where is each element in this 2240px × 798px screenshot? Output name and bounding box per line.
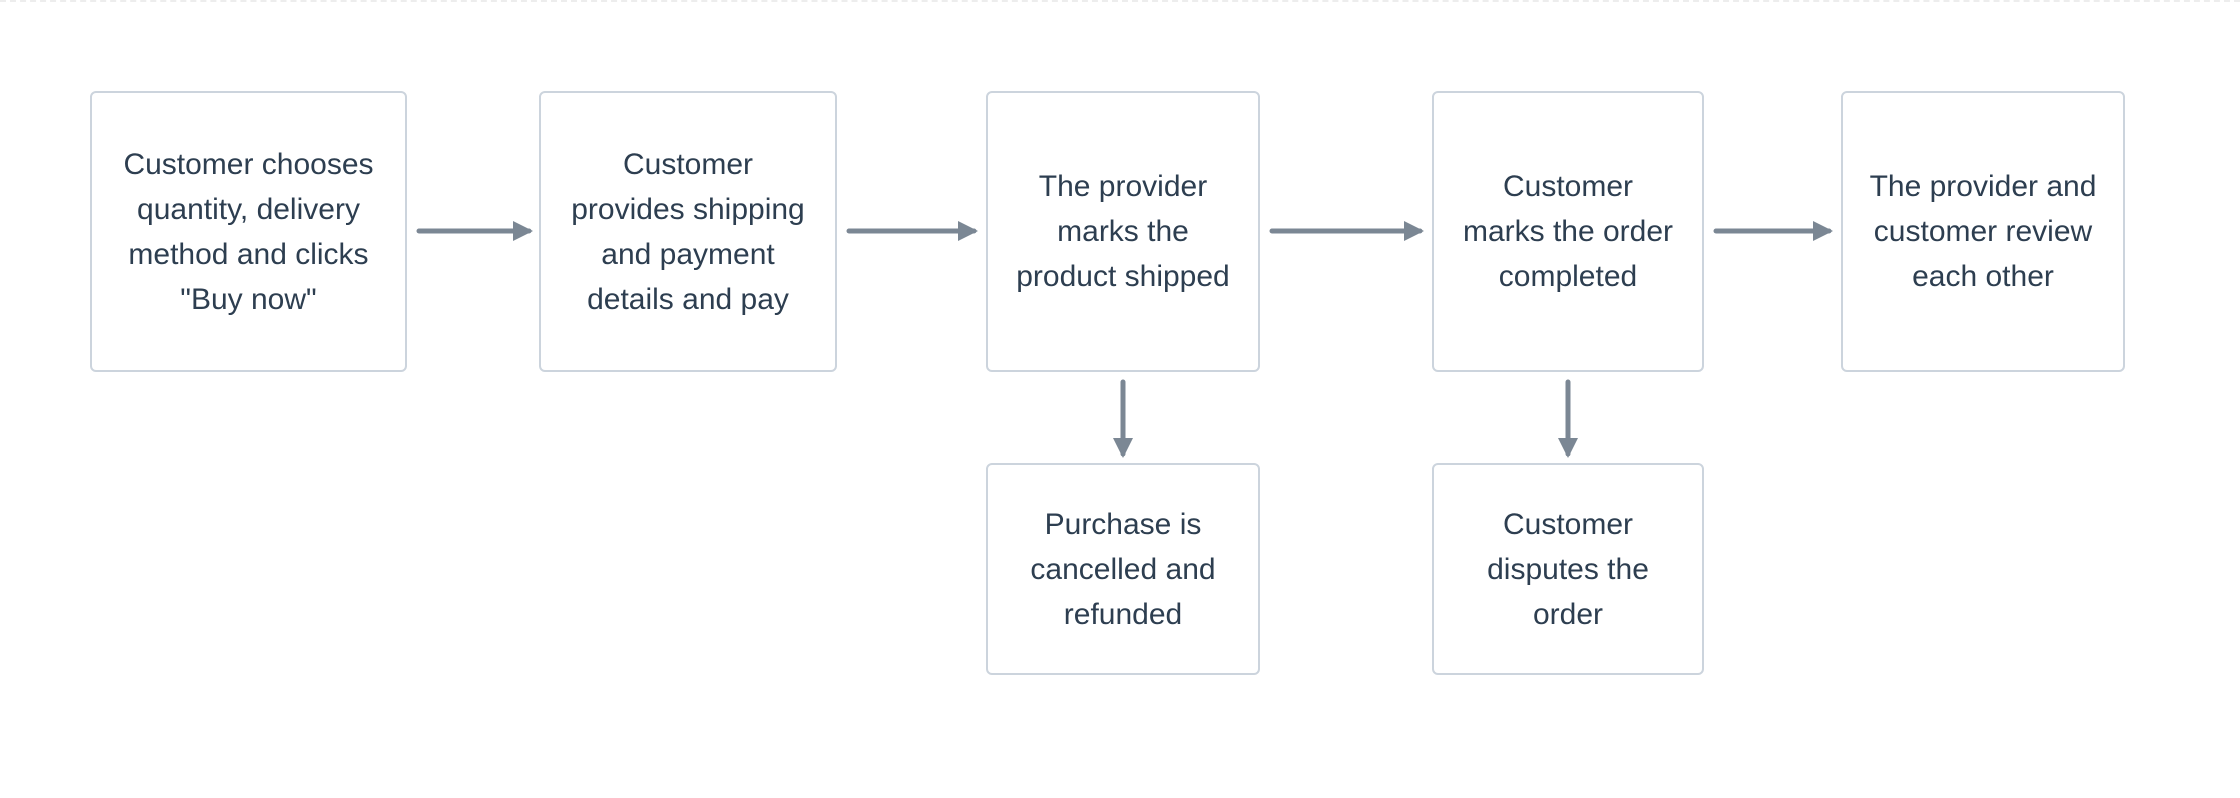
flow-node-marks-completed: Customer marks the order completed: [1432, 91, 1704, 372]
flow-node-marks-shipped: The provider marks the product shipped: [986, 91, 1260, 372]
flow-node-review-each-other: The provider and customer review each ot…: [1841, 91, 2125, 372]
flow-node-disputes-order: Customer disputes the order: [1432, 463, 1704, 675]
flow-node-shipping-payment: Customer provides shipping and payment d…: [539, 91, 837, 372]
flow-node-cancelled-refunded: Purchase is cancelled and refunded: [986, 463, 1260, 675]
page-top-dashed-edge: [0, 0, 2240, 2]
flow-node-buy-now: Customer chooses quantity, delivery meth…: [90, 91, 407, 372]
